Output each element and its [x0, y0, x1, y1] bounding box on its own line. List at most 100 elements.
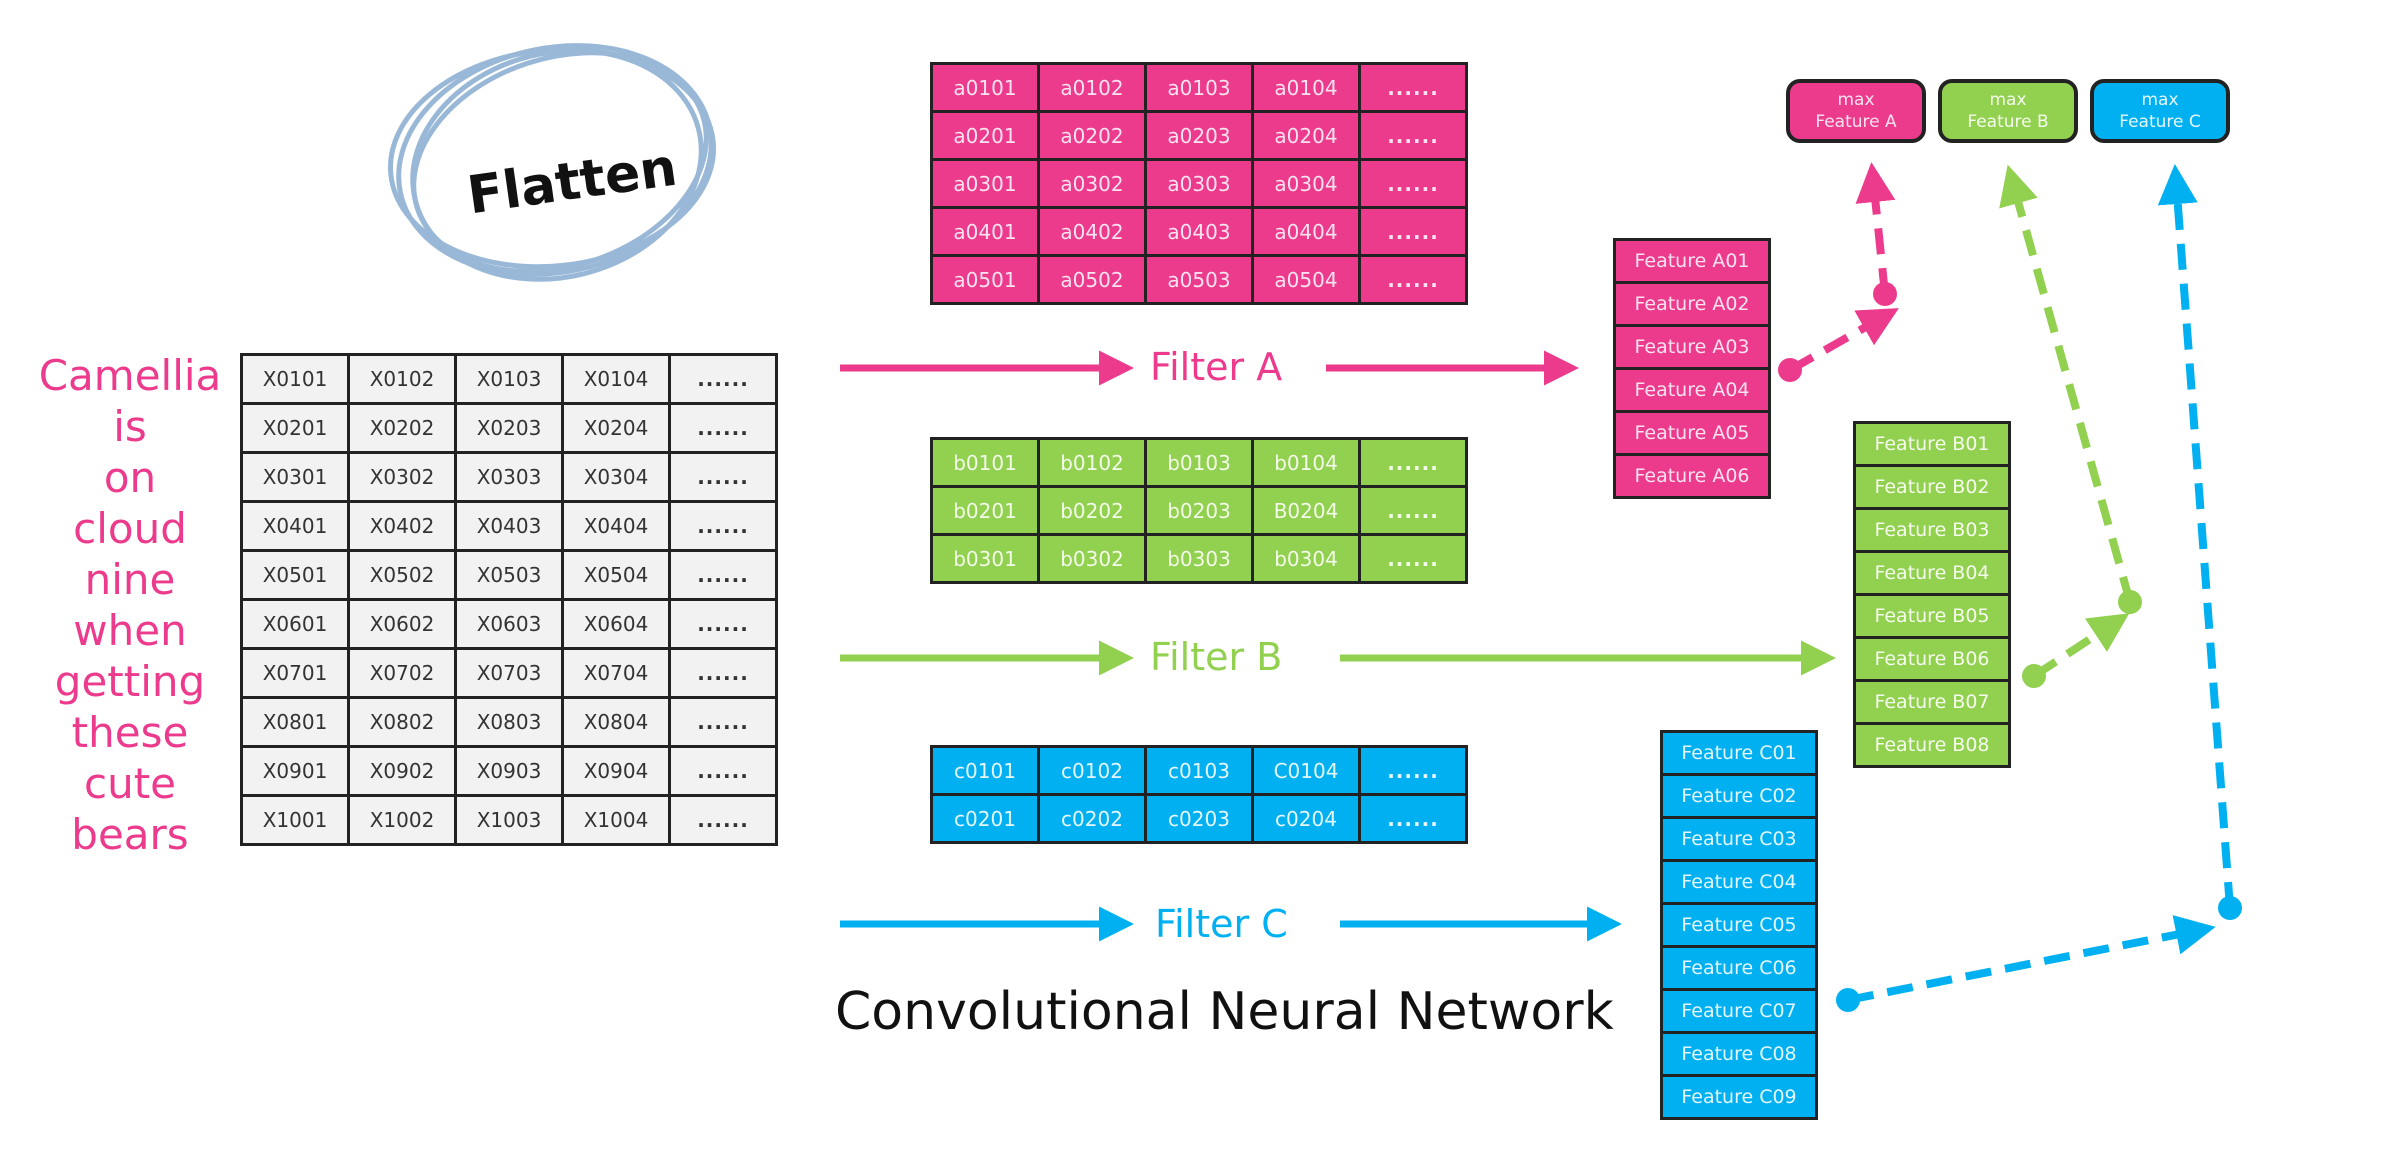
- matrix-cell: X0903: [454, 745, 564, 797]
- matrix-cell: X1004: [561, 794, 671, 846]
- matrix-cell: X1001: [240, 794, 350, 846]
- story-line: cloud: [73, 504, 187, 553]
- story-line: Camellia: [38, 351, 222, 400]
- feature-row: Feature B06: [1853, 636, 2011, 682]
- pool-b-arrow-2: [1999, 164, 2134, 604]
- matrix-cell: b0101: [930, 437, 1040, 488]
- max-label: max: [1837, 90, 1875, 110]
- matrix-cell: ......: [1358, 206, 1468, 257]
- matrix-cell: X0604: [561, 598, 671, 650]
- feature-row: Feature C05: [1660, 902, 1818, 948]
- feature-row: Feature B08: [1853, 722, 2011, 768]
- story-line: getting: [54, 657, 206, 706]
- story-line: when: [73, 606, 187, 655]
- matrix-cell: c0201: [930, 793, 1040, 844]
- feature-row: Feature A06: [1613, 453, 1771, 499]
- max-feature-b-box: max Feature B: [1938, 79, 2078, 143]
- story-line: bears: [71, 810, 189, 859]
- matrix-cell: a0401: [930, 206, 1040, 257]
- matrix-cell: a0302: [1037, 158, 1147, 209]
- matrix-cell: B0204: [1251, 485, 1361, 536]
- feature-cell: Feature A05: [1613, 410, 1771, 456]
- matrix-cell: a0501: [930, 254, 1040, 305]
- feature-cell: Feature B04: [1853, 550, 2011, 596]
- matrix-cell: X0204: [561, 402, 671, 454]
- feature-cell: Feature B07: [1853, 679, 2011, 725]
- story-line: is: [113, 402, 147, 451]
- matrix-cell: X0902: [347, 745, 457, 797]
- matrix-cell: X0103: [454, 353, 564, 405]
- matrix-cell: X0703: [454, 647, 564, 699]
- matrix-cell: a0301: [930, 158, 1040, 209]
- matrix-cell: X0304: [561, 451, 671, 503]
- matrix-cell: X0704: [561, 647, 671, 699]
- matrix-cell: c0102: [1037, 745, 1147, 796]
- matrix-cell: X1003: [454, 794, 564, 846]
- matrix-cell: b0202: [1037, 485, 1147, 536]
- matrix-cell: ......: [668, 598, 778, 650]
- matrix-cell: X0502: [347, 549, 457, 601]
- feature-row: Feature A02: [1613, 281, 1771, 327]
- matrix-cell: X0404: [561, 500, 671, 552]
- matrix-cell: ......: [1358, 254, 1468, 305]
- feature-cell: Feature C01: [1660, 730, 1818, 776]
- feature-row: Feature C03: [1660, 816, 1818, 862]
- matrix-cell: b0102: [1037, 437, 1147, 488]
- matrix-cell: ......: [1358, 62, 1468, 113]
- matrix-cell: a0103: [1144, 62, 1254, 113]
- story-line: cute: [83, 759, 177, 808]
- matrix-cell: c0202: [1037, 793, 1147, 844]
- max-label: max: [2141, 90, 2179, 110]
- matrix-cell: a0101: [930, 62, 1040, 113]
- matrix-cell: a0503: [1144, 254, 1254, 305]
- matrix-cell: b0103: [1144, 437, 1254, 488]
- matrix-cell: c0103: [1144, 745, 1254, 796]
- feature-cell: Feature A02: [1613, 281, 1771, 327]
- story-line: nine: [84, 555, 176, 604]
- matrix-cell: ......: [668, 696, 778, 748]
- feature-row: Feature B03: [1853, 507, 2011, 553]
- matrix-cell: ......: [1358, 533, 1468, 584]
- matrix-cell: ......: [668, 451, 778, 503]
- feature-row: Feature C07: [1660, 988, 1818, 1034]
- feature-cell: Feature B05: [1853, 593, 2011, 639]
- max-feature-name: Feature C: [2119, 112, 2201, 132]
- matrix-cell: ......: [1358, 437, 1468, 488]
- matrix-cell: X0201: [240, 402, 350, 454]
- matrix-cell: X0301: [240, 451, 350, 503]
- matrix-cell: X0504: [561, 549, 671, 601]
- matrix-cell: ......: [668, 745, 778, 797]
- matrix-cell: b0303: [1144, 533, 1254, 584]
- feature-row: Feature A05: [1613, 410, 1771, 456]
- feature-cell: Feature C04: [1660, 859, 1818, 905]
- matrix-cell: X0101: [240, 353, 350, 405]
- pool-c-arrow-1: [1847, 915, 2216, 1004]
- matrix-cell: b0304: [1251, 533, 1361, 584]
- matrix-cell: X0904: [561, 745, 671, 797]
- filter-b-label: Filter B: [1150, 635, 1283, 679]
- pool-c-dot-start: [1836, 988, 1860, 1012]
- feature-row: Feature B01: [1853, 421, 2011, 467]
- matrix-cell: b0301: [930, 533, 1040, 584]
- feature-cell: Feature C05: [1660, 902, 1818, 948]
- pool-a-arrow-2: [1855, 162, 1896, 295]
- matrix-cell: X0804: [561, 696, 671, 748]
- pool-c-arrow-2: [2157, 164, 2234, 909]
- feature-cell: Feature B01: [1853, 421, 2011, 467]
- max-feature-c-box: max Feature C: [2090, 79, 2230, 143]
